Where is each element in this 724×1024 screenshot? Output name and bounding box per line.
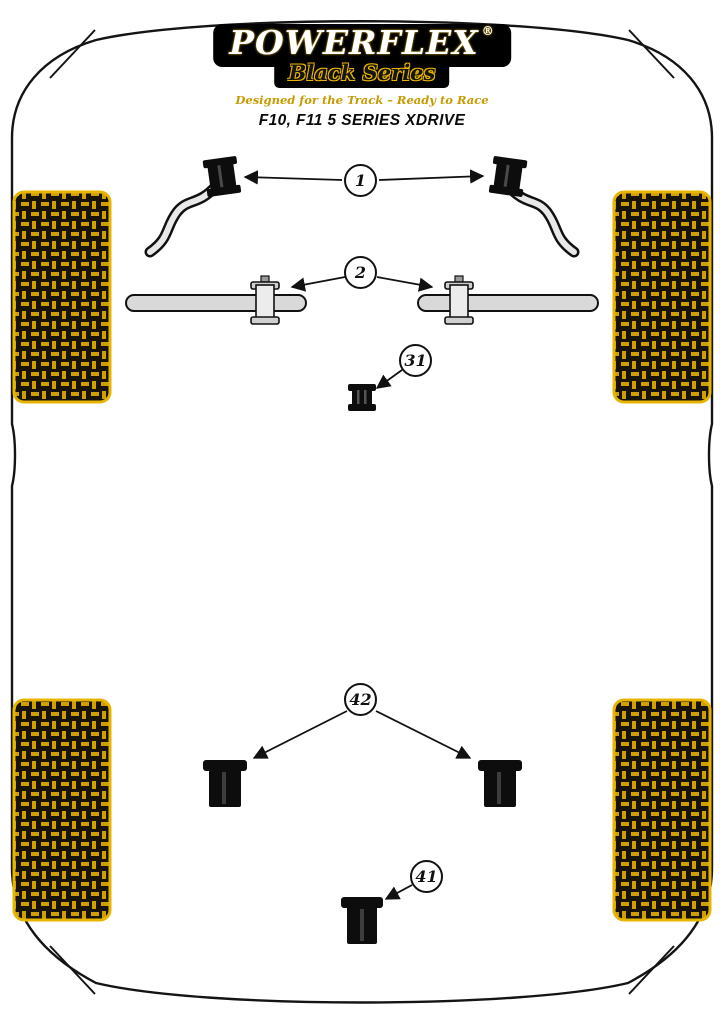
callout-part-31[interactable]: 31 bbox=[399, 344, 432, 377]
vehicle-title: F10, F11 5 SERIES XDRIVE bbox=[258, 112, 466, 130]
bush-42-right bbox=[478, 760, 522, 807]
corner-trim-line-top-left bbox=[49, 29, 96, 79]
front-arb-bar-right bbox=[502, 180, 580, 258]
corner-trim-line-bottom-right bbox=[628, 945, 675, 995]
arrow-42-right bbox=[375, 710, 472, 759]
callout-number: 42 bbox=[349, 690, 372, 709]
tire-front-right bbox=[612, 190, 712, 404]
registered-mark-icon: ® bbox=[481, 24, 495, 38]
tire-rear-left bbox=[12, 698, 112, 922]
callout-number: 41 bbox=[415, 867, 438, 886]
callout-number: 1 bbox=[354, 171, 367, 190]
arrow-2-left bbox=[290, 276, 346, 292]
brand-header: POWERFLEX® Black Series Designed for the… bbox=[213, 24, 511, 130]
arrow-1-left bbox=[243, 170, 343, 185]
powerflex-logo: POWERFLEX® bbox=[213, 24, 511, 67]
front-arb-bush-right bbox=[488, 156, 528, 197]
callout-number: 2 bbox=[354, 263, 367, 282]
arrow-1-right bbox=[378, 169, 485, 184]
callout-part-41[interactable]: 41 bbox=[410, 860, 443, 893]
front-arb-bush-left bbox=[202, 156, 242, 197]
bush-31 bbox=[348, 384, 376, 411]
control-arm-bush-left bbox=[260, 275, 270, 283]
callout-number: 31 bbox=[404, 351, 427, 370]
front-control-arm-right bbox=[417, 275, 599, 325]
front-arb-bar-left bbox=[144, 180, 222, 258]
arrow-2-right bbox=[376, 276, 434, 292]
front-control-arm-left bbox=[125, 275, 307, 325]
logo-text: POWERFLEX bbox=[229, 23, 479, 62]
corner-trim-line-bottom-left bbox=[49, 945, 96, 995]
arrow-41 bbox=[384, 884, 413, 900]
arrow-31 bbox=[375, 369, 403, 389]
arrow-42-left bbox=[252, 710, 348, 759]
callout-part-1[interactable]: 1 bbox=[344, 164, 377, 197]
control-arm-bush-right bbox=[454, 275, 464, 283]
car-body-outline bbox=[10, 20, 714, 1004]
callout-part-2[interactable]: 2 bbox=[344, 256, 377, 289]
tire-front-left bbox=[12, 190, 112, 404]
callout-part-42[interactable]: 42 bbox=[344, 683, 377, 716]
bush-42-left bbox=[203, 760, 247, 807]
brand-tagline: Designed for the Track – Ready to Race bbox=[235, 93, 489, 108]
tire-rear-right bbox=[612, 698, 712, 922]
corner-trim-line-top-right bbox=[628, 29, 675, 79]
bush-41 bbox=[341, 897, 383, 944]
callout-arrows bbox=[243, 169, 485, 900]
black-series-label: Black Series bbox=[274, 59, 450, 89]
